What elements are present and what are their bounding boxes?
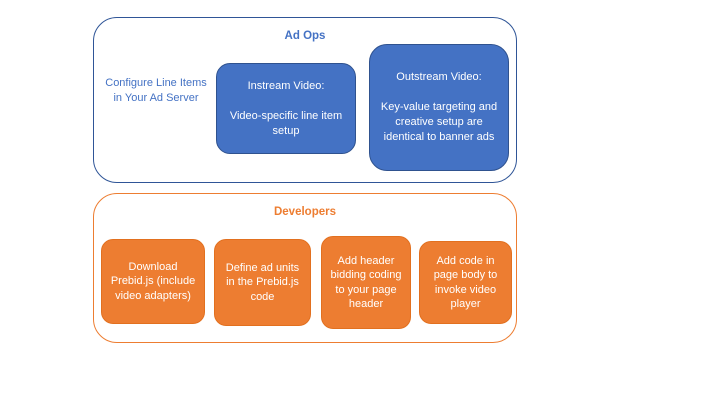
step-box-invoke-video-player: Add code in page body to invoke video pl… [419,241,512,324]
step-label-define-ad-units: Define ad units in the Prebid.js code [225,261,300,303]
outstream-video-box: Outstream Video: Key-value targeting and… [369,44,509,171]
step-box-download-prebid: Download Prebid.js (include video adapte… [101,239,205,324]
ad-ops-side-note: Configure Line Items in Your Ad Server [105,77,207,104]
ad-ops-group: Ad Ops Configure Line Items in Your Ad S… [93,17,517,183]
developers-group: Developers Download Prebid.js (include v… [93,193,517,343]
ad-ops-title: Ad Ops [284,30,326,42]
instream-video-heading: Instream Video: [247,79,325,92]
step-box-define-ad-units: Define ad units in the Prebid.js code [214,239,311,326]
step-label-download-prebid: Download Prebid.js (include video adapte… [110,260,196,302]
step-label-header-bidding-code: Add header bidding coding to your page h… [330,254,402,311]
instream-video-box: Instream Video: Video-specific line item… [216,63,356,154]
outstream-video-heading: Outstream Video: [396,71,482,83]
developers-title: Developers [273,206,336,218]
step-label-invoke-video-player: Add code in page body to invoke video pl… [433,254,498,311]
instream-video-body: Video-specific line item setup [229,109,343,137]
outstream-video-body: Key-value targeting and creative setup a… [380,101,498,143]
step-box-header-bidding-code: Add header bidding coding to your page h… [321,236,411,329]
